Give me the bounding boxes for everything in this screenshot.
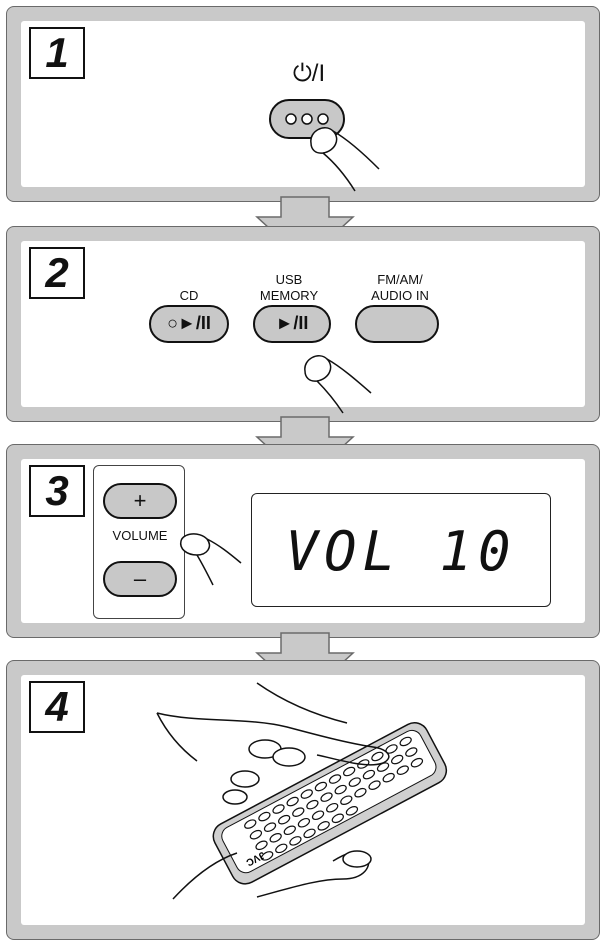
volume-plus-symbol: + [133,488,147,513]
fm-am-label-line2: AUDIO IN [371,288,429,303]
usb-play-pause-symbol: ►/II [275,313,309,333]
usb-label-line2: MEMORY [259,288,319,303]
fm-am-audio-in-button[interactable] [355,305,439,343]
step-number-1: 1 [29,27,85,79]
display-readout: VOL 10 [285,520,517,583]
volume-minus-symbol: – [133,566,147,591]
step-number-3: 3 [29,465,85,517]
step-4-panel: 4 JVC [6,660,600,940]
volume-label: VOLUME [112,528,168,543]
step-2-panel: 2 CD ○►/II USB MEMORY ►/II FM/AM/ AUDIO … [6,226,600,422]
hands-holding-remote-icon: JVC [156,682,448,900]
pressing-finger-icon [179,533,242,586]
fm-am-label-line1: FM/AM/ [377,272,423,287]
cd-label: CD [179,288,199,303]
cd-play-pause-button[interactable]: ○►/II [149,305,229,343]
lcd-display: VOL 10 [251,493,551,607]
cd-play-pause-symbol: ○►/II [167,313,211,333]
step-4-content: 4 JVC [21,675,585,925]
step-number-2: 2 [29,247,85,299]
step-3-panel: 3 + VOLUME – VOL 10 [6,444,600,638]
volume-up-button[interactable]: + [103,483,177,519]
power-symbol-label: ⏻/I [292,60,326,87]
power-button[interactable] [269,99,345,139]
pressing-finger-icon [304,355,372,414]
usb-memory-play-pause-button[interactable]: ►/II [253,305,331,343]
pressing-finger-icon [310,127,380,192]
step-3-content: 3 + VOLUME – VOL 10 [21,459,585,623]
indicator-dots-icon [285,113,329,125]
usb-label-line1: USB [275,272,303,287]
step-number-4: 4 [29,681,85,733]
volume-down-button[interactable]: – [103,561,177,597]
step-1-panel: 1 ⏻/I [6,6,600,202]
step-1-content: 1 ⏻/I [21,21,585,192]
step-2-content: 2 CD ○►/II USB MEMORY ►/II FM/AM/ AUDIO … [21,241,585,414]
